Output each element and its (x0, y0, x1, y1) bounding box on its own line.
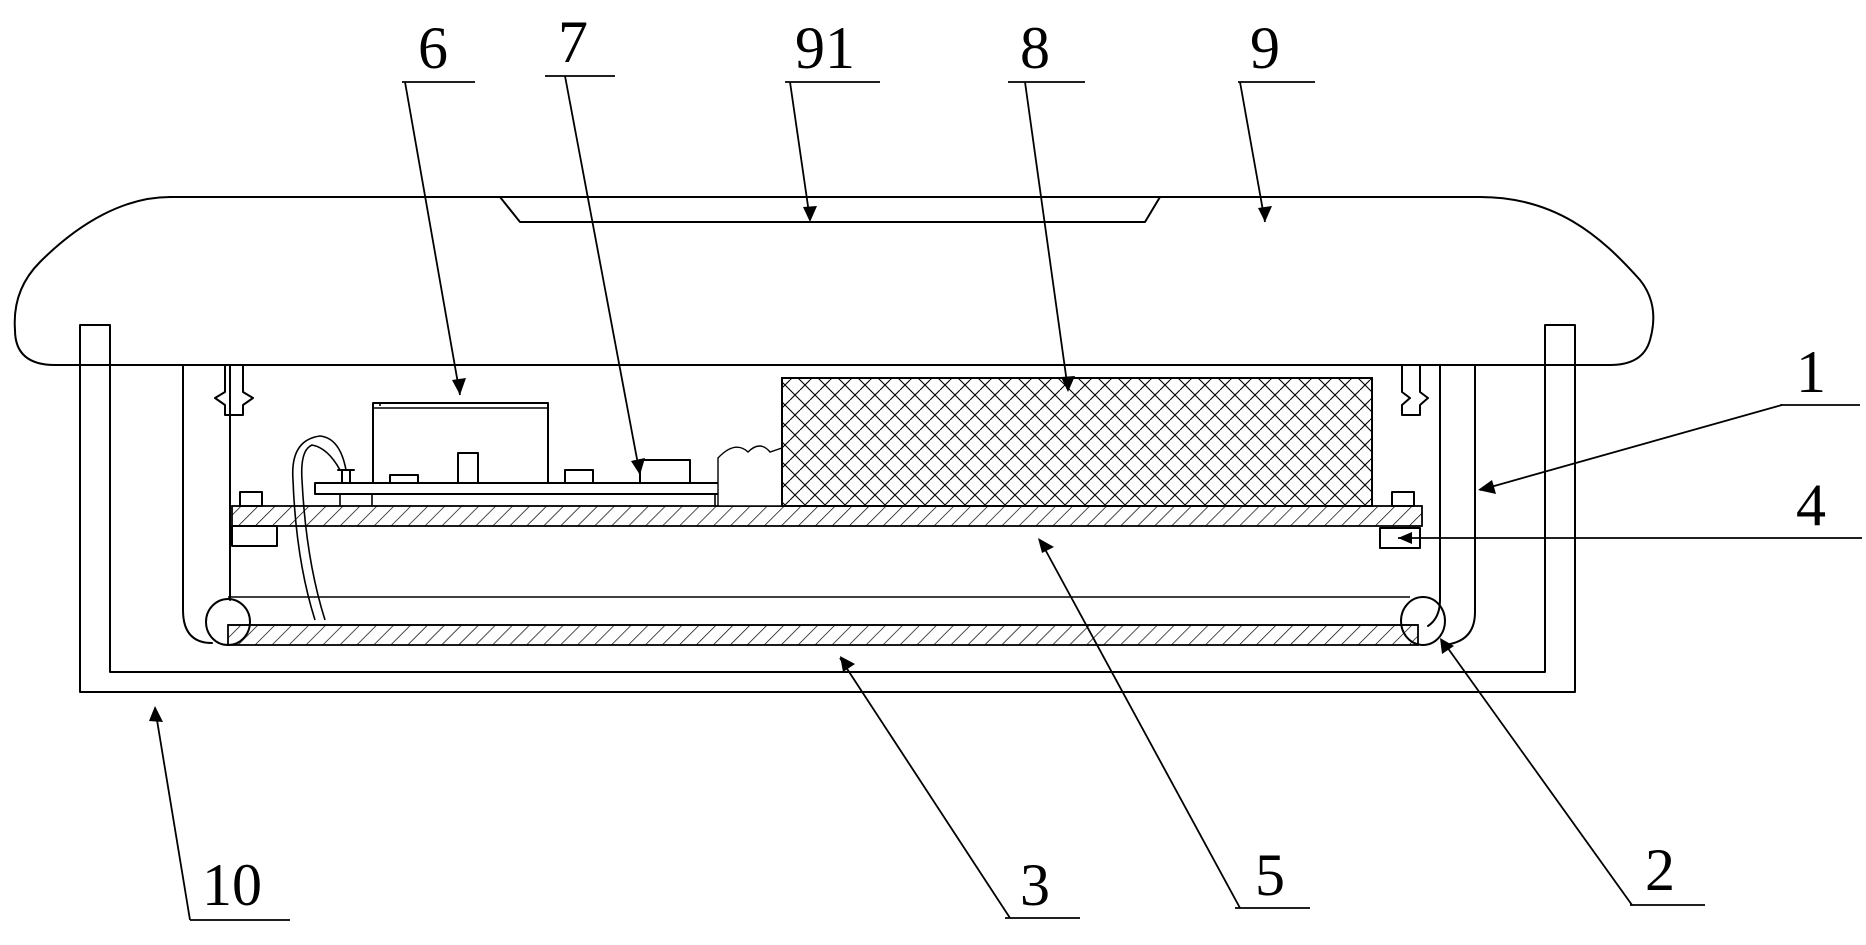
label-2: 2 (1645, 837, 1675, 903)
outer-housing (79, 324, 1576, 693)
rollers (205, 596, 1446, 646)
label-7: 7 (558, 9, 588, 75)
top-cover (13, 196, 1655, 366)
inner-shell (182, 364, 1476, 646)
circuit-board (291, 402, 741, 621)
label-3: 3 (1020, 852, 1050, 918)
leader-lines (149, 75, 1862, 921)
label-5: 5 (1255, 842, 1285, 908)
battery-block (717, 377, 1373, 507)
label-91: 91 (795, 15, 855, 81)
label-4: 4 (1796, 472, 1826, 538)
bottom-plate (227, 596, 1419, 646)
label-8: 8 (1020, 15, 1050, 81)
label-10: 10 (202, 852, 262, 918)
part-labels: 6 7 91 8 9 1 4 10 3 5 2 (202, 9, 1826, 918)
label-6: 6 (418, 15, 448, 81)
label-9: 9 (1250, 15, 1280, 81)
label-1: 1 (1796, 339, 1826, 405)
support-board (231, 491, 1423, 549)
